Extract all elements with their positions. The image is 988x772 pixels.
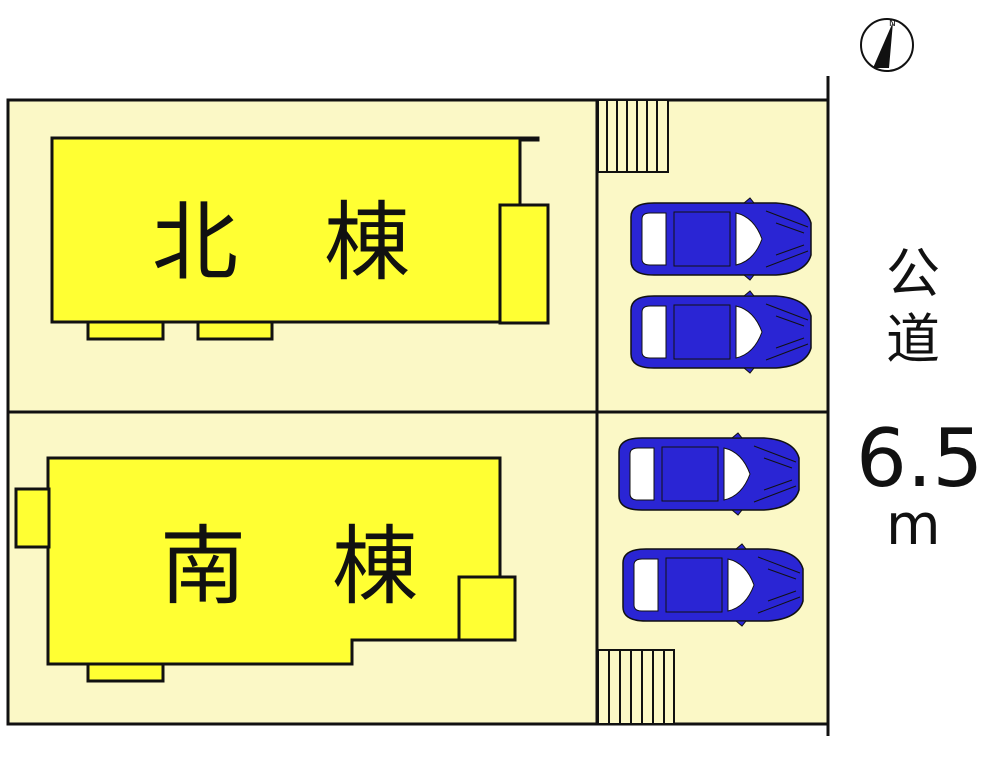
road-width-unit: m <box>886 493 941 558</box>
stairs-south <box>597 649 675 725</box>
stairs-north <box>597 99 669 173</box>
south-building-label: 南 棟 <box>160 517 418 617</box>
south-building: 南 棟 <box>14 456 517 683</box>
south-building-entrance <box>457 575 517 642</box>
north-building-entrance <box>498 203 550 325</box>
parked-car <box>622 543 804 627</box>
road-width-value: 6.5 <box>856 412 983 505</box>
parked-car <box>630 197 812 281</box>
north-building-step <box>86 320 165 341</box>
south-building-step <box>86 662 165 683</box>
road-label-line2: 道 <box>886 308 940 371</box>
north-building: 北 棟 <box>50 136 550 341</box>
road-label-line1: 公 <box>886 242 940 305</box>
north-building-step <box>196 320 274 341</box>
parked-car <box>618 432 800 516</box>
compass-north-label: N <box>889 19 896 29</box>
north-arrow-icon: N <box>860 18 914 72</box>
parked-car <box>630 290 812 374</box>
south-building-side-porch <box>14 487 51 549</box>
north-building-label: 北 棟 <box>152 193 410 293</box>
